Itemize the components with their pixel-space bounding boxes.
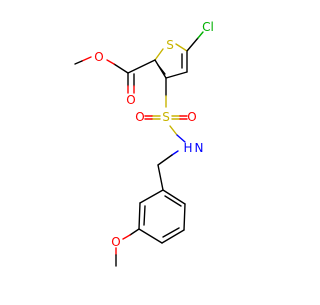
molecule-diagram: S Cl O O S O O H N O [74, 20, 214, 267]
bond-o-methyl-a [81, 56, 92, 62]
bond-cester-o-a [113, 63, 129, 74]
atom-sulfonyl-oxygen-left: O [135, 110, 144, 124]
bond-s1-c2 [154, 48, 164, 61]
atom-sulfonyl-sulfur: S [162, 110, 170, 124]
bond-ar-ome-a [129, 228, 140, 236]
bond-s-n-a [169, 125, 178, 136]
bond-ar-2 [183, 203, 186, 231]
bond-ar-5-double [143, 205, 146, 226]
bond-ar-5 [138, 202, 141, 230]
bond-s-n-b [176, 134, 186, 143]
bond-c5-cl-b [197, 31, 204, 39]
bond-ar-6 [139, 189, 164, 204]
bond-c3-c4 [165, 71, 188, 79]
atom-sulfonamide-nitrogen-hydrogen: H [183, 141, 192, 155]
bond-ar-ome-b [122, 234, 131, 240]
atom-ester-ether-oxygen: O [94, 50, 103, 64]
atom-thiophene-sulfur: S [166, 38, 174, 52]
bond-c5-cl-a [186, 37, 199, 52]
bond-c2-cester [127, 59, 156, 74]
bond-ar-3-double [162, 227, 180, 238]
atom-carbonyl-oxygen: O [126, 93, 135, 107]
atom-sulfonyl-oxygen-right: O [187, 110, 196, 124]
bond-ar-3 [161, 229, 185, 244]
bond-ar-1-double [164, 195, 182, 207]
bond-c5-s1 [175, 43, 188, 52]
atom-chlorine: Cl [202, 20, 214, 34]
atom-methoxy-oxygen: O [111, 235, 120, 249]
bond-ar-1 [162, 189, 186, 205]
bond-ch2-ar [157, 164, 164, 191]
bond-c2-c3-double [157, 64, 166, 75]
bond-o-methyl-b [74, 60, 83, 65]
bond-n-ch2-a [171, 150, 179, 156]
atom-sulfonamide-nitrogen: N [195, 141, 204, 155]
structure-svg: S Cl O O S O O H N O [74, 20, 214, 267]
bond-ar-4 [138, 228, 163, 244]
bond-n-ch2-b [157, 154, 173, 166]
bond-cester-o-b [106, 59, 115, 65]
